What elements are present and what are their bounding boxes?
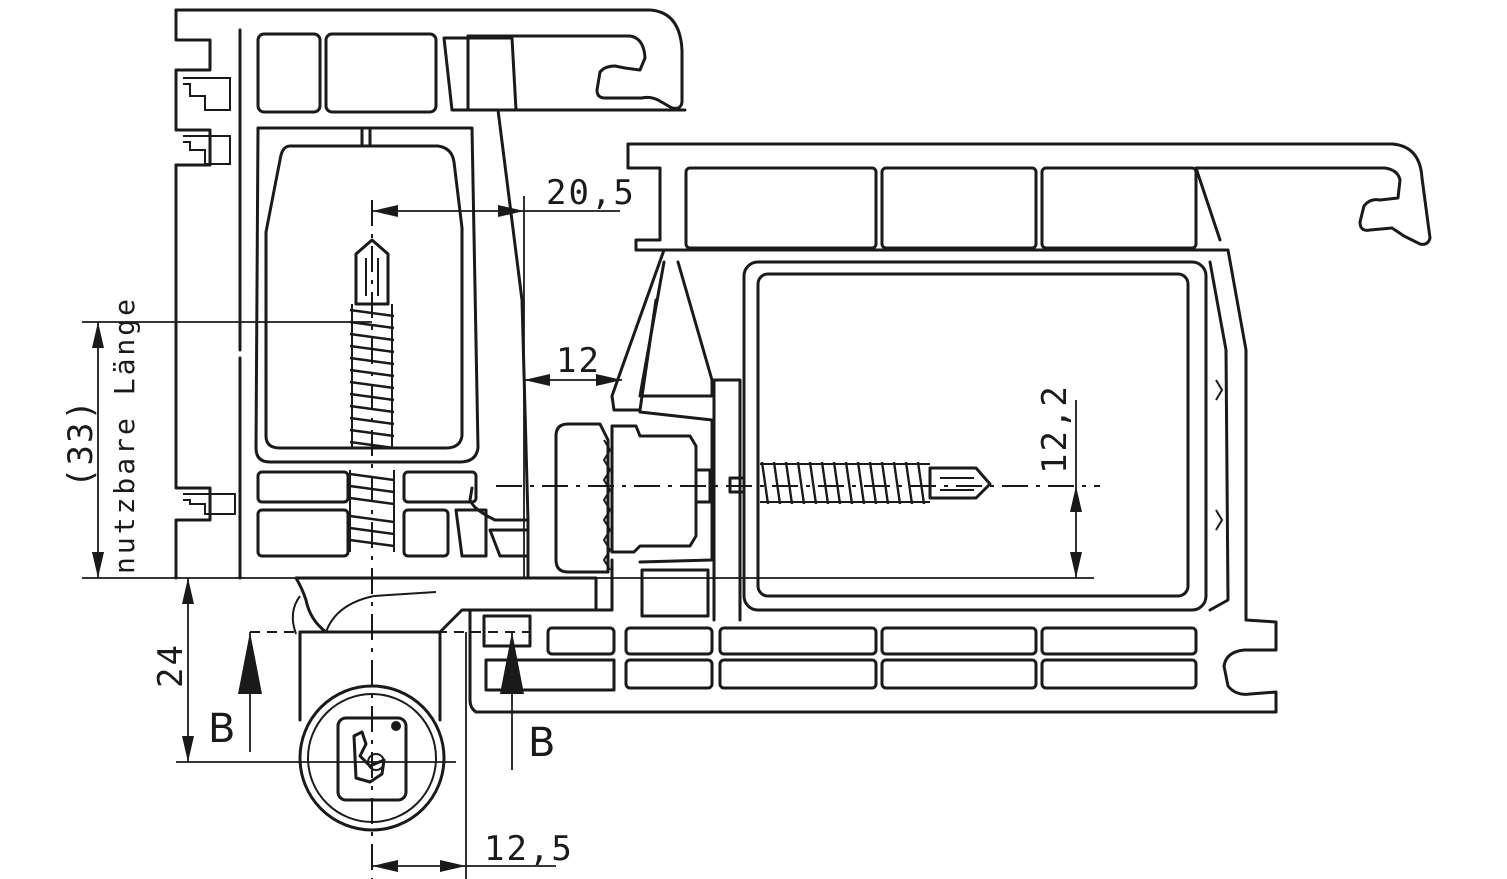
dimension-lines	[82, 196, 1094, 879]
dim-12: 12	[556, 341, 601, 381]
dim-20-5: 20,5	[546, 173, 636, 213]
section-label-left: B	[208, 706, 235, 752]
section-label-right: B	[528, 720, 555, 766]
usable-length-value: (33)	[61, 398, 101, 488]
dim-12-5: 12,5	[484, 829, 574, 869]
dim-24: 24	[151, 643, 191, 688]
centerlines	[250, 200, 1100, 879]
dim-12-2: 12,2	[1035, 384, 1075, 474]
frame-profile-left	[174, 8, 687, 580]
usable-length-label: nutzbare Länge	[108, 296, 141, 574]
dimension-texts: 20,5 12 12,2 24 12,5 nutzbare Länge (33)…	[61, 173, 1075, 869]
screw-horizontal	[728, 461, 992, 505]
sash-profile-right	[468, 142, 1432, 714]
